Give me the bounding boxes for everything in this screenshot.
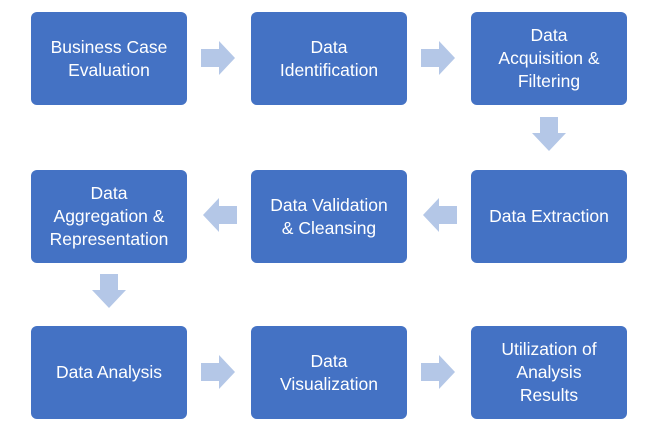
arrow-right-icon xyxy=(421,41,455,75)
arrow-left-icon xyxy=(203,198,237,232)
arrow-down-icon xyxy=(92,274,126,308)
step-label: Data Analysis xyxy=(55,362,163,382)
step-label: Data Extraction xyxy=(489,206,609,226)
arrow-right-icon xyxy=(421,355,455,389)
step-data-validation-cleansing: Data Validation& Cleansing xyxy=(251,170,407,263)
step-label: Data Validation& Cleansing xyxy=(270,194,388,238)
arrow-left-icon xyxy=(423,198,457,232)
arrow-down-icon xyxy=(532,117,566,151)
step-data-analysis: Data Analysis xyxy=(31,326,187,419)
arrow-right-icon xyxy=(201,355,235,389)
step-data-extraction: Data Extraction xyxy=(471,170,627,263)
arrow-right-icon xyxy=(201,41,235,75)
